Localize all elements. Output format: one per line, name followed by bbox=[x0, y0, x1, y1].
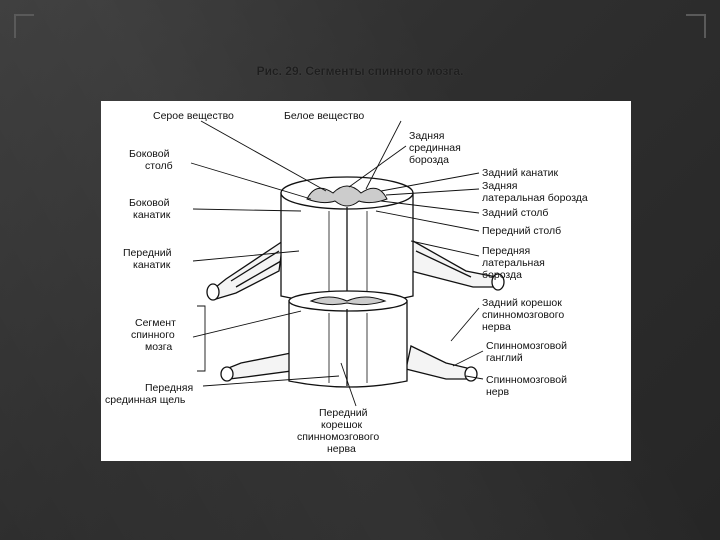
label-posterior-column: Задний столб bbox=[482, 207, 548, 219]
slide-title: Рис. 29. Сегменты спинного мозга. bbox=[256, 64, 464, 78]
label-anterior-column: Передний столб bbox=[482, 225, 561, 237]
label-anterior-funiculus: Передний канатик bbox=[123, 247, 174, 271]
label-lateral-column: Боковой столб bbox=[129, 148, 173, 172]
label-anterior-lateral-sulcus: Передняя латеральная борозда bbox=[482, 245, 548, 281]
label-posterior-lateral-sulcus: Задняя латеральная борозда bbox=[482, 180, 588, 204]
spinal-cord-illustration: Серое вещество Белое вещество Боковой ст… bbox=[105, 110, 588, 455]
label-spinal-ganglion: Спинномозговой ганглий bbox=[486, 340, 570, 364]
label-white-matter: Белое вещество bbox=[284, 110, 364, 122]
label-spinal-nerve: Спинномозговой нерв bbox=[486, 374, 570, 398]
corner-bracket-right bbox=[686, 14, 706, 38]
label-spinal-segment: Сегмент спинного мозга bbox=[131, 317, 179, 353]
label-posterior-funiculus: Задний канатик bbox=[482, 167, 559, 179]
label-anterior-median-fissure: Передняя срединная щель bbox=[105, 382, 196, 406]
leader-lines bbox=[190, 120, 484, 407]
label-ventral-root: Передний корешок спинномозгового нерва bbox=[297, 407, 382, 455]
label-posterior-median-sulcus: Задняя срединная борозда bbox=[409, 130, 464, 166]
label-dorsal-root: Задний корешок спинномозгового нерва bbox=[482, 297, 567, 333]
spinal-cord-figure: Серое вещество Белое вещество Боковой ст… bbox=[101, 101, 631, 461]
spinal-cord-drawing bbox=[206, 176, 505, 388]
corner-bracket-left bbox=[14, 14, 34, 38]
label-lateral-funiculus: Боковой канатик bbox=[129, 197, 172, 221]
label-gray-matter: Серое вещество bbox=[153, 110, 234, 122]
